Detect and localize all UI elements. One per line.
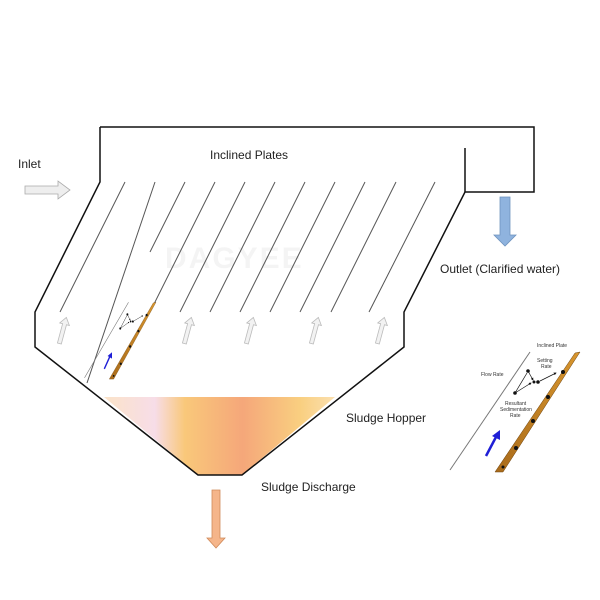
inset-flow-rate-label: Flow Rate [481, 372, 504, 378]
sludge-hopper-label: Sludge Hopper [346, 411, 426, 425]
inclined-plates [59, 181, 436, 384]
inlet-arrow [24, 180, 71, 200]
inset-resultant-label-2: Sedimentation [500, 407, 532, 413]
watermark: DAGYEE [165, 242, 304, 275]
sludge-hopper-fill [104, 397, 335, 475]
inset-settling-rate-label-2: Rate [541, 364, 552, 370]
sludge-discharge-label: Sludge Discharge [261, 480, 356, 494]
settling-detail-inset: Inclined Plate Setting Rate Flow Rate Re… [450, 343, 580, 472]
outlet-arrow [493, 196, 517, 247]
inset-inclined-plate-label: Inclined Plate [537, 343, 567, 349]
inset-resultant-label-1: Resultant [505, 401, 527, 407]
settling-detail-inset-small [85, 302, 156, 379]
inset-resultant-label-3: Rate [510, 413, 521, 419]
upflow-arrows [56, 316, 389, 345]
inclined-plates-label: Inclined Plates [210, 148, 288, 162]
tank-outline [34, 126, 535, 476]
sludge-discharge-arrow [206, 489, 226, 549]
outlet-label: Outlet (Clarified water) [440, 262, 560, 276]
inset-settling-rate-label-1: Setting [537, 358, 553, 364]
inlet-label: Inlet [18, 157, 41, 171]
